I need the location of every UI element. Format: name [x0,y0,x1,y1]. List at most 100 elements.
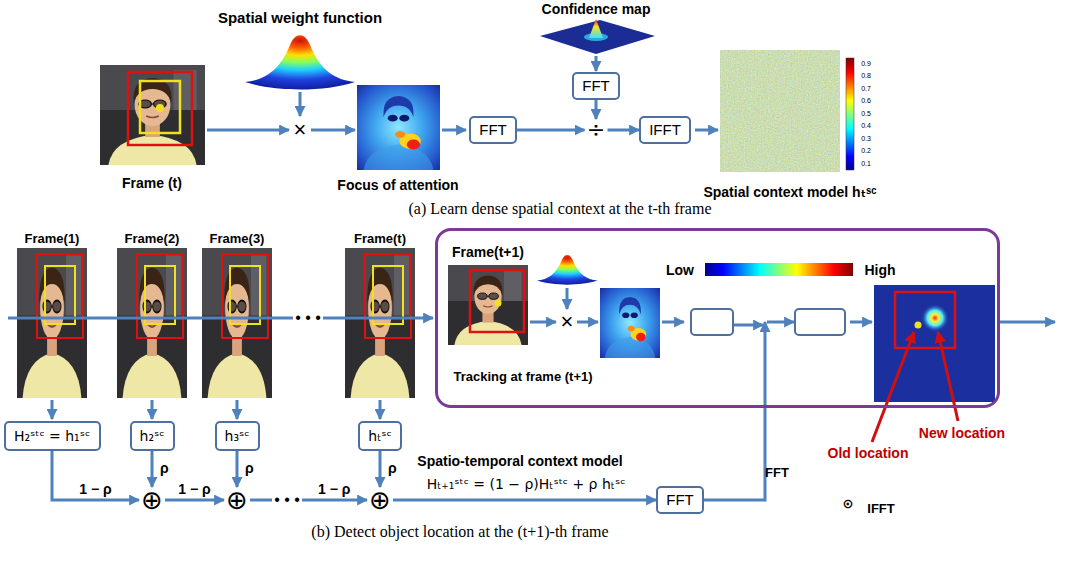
multiply-symbol: × [561,309,574,334]
tick-label: 0.1 [861,160,871,168]
context-model-image [720,50,840,172]
frame-image [140,81,180,133]
flow-arrow [151,400,154,419]
confidence-output-image [921,304,949,332]
frame-label: Frame(2) [125,232,180,247]
ellipsis: • • • [272,491,302,509]
focus-image [600,288,660,358]
multiply-symbol: × [294,117,307,142]
flow-arrow [442,129,466,132]
connector [52,451,139,500]
ellipsis: • • • [293,309,323,327]
color-scale [705,263,853,276]
tick-label: 0.7 [861,85,871,93]
context-model-box: hₜˢᶜ [358,421,402,451]
connector [767,321,794,324]
focus-image [357,85,440,170]
leader-line [872,332,914,442]
figure-label: Confidence map [542,1,651,17]
tick-label: 0.3 [861,135,871,143]
frame-image [156,104,164,112]
node-text: ⊕ [141,487,163,513]
flow-arrow [236,400,239,419]
update-formula: Hₜ₊₁ˢᵗᶜ = (1 − ρ)Hₜˢᵗᶜ + ρ hₜˢᶜ [427,476,626,492]
frame-stack [145,266,175,324]
confidence-output-image [915,322,922,329]
frame-stack [230,266,260,324]
tick-label: 0.5 [861,110,871,118]
frame-stack [365,254,411,338]
tick-label: 0.8 [861,72,871,80]
timeline-arrow [8,317,433,320]
confidence-map-plot [589,19,603,38]
frame-stack [137,254,183,338]
flow-arrow [595,56,598,71]
flow-arrow [577,321,598,324]
figure-label: Spatial weight function [218,9,382,26]
output-arrow [997,321,1055,324]
connector [704,322,765,500]
frame-stack [17,248,87,398]
frame-stack [45,266,75,324]
frame-image [495,300,502,307]
figure-label: Spatio-temporal context model [417,453,622,469]
connector [165,499,224,502]
subfigure-caption: (a) Learn dense spatial context at the t… [409,200,712,218]
tick-label: 0.2 [861,147,871,155]
fft-box: FFT [572,72,620,100]
connector [517,129,585,132]
ifft-box: IFFT [639,116,691,144]
flow-arrow [311,129,355,132]
ifft-box: IFFT [794,308,846,336]
node-text: h₃ˢᶜ [225,428,250,445]
confidence-map-plot [540,20,655,54]
node-text: FFT [479,121,507,139]
tick-label: 0.4 [861,122,871,130]
frame-label: Frame(t) [354,232,406,247]
figure-label: Focus of attention [337,177,458,193]
scale-label: Low [666,262,694,278]
flow-arrow [207,129,289,132]
confidence-map-plot [540,19,655,54]
figure-label: Spatial context model hₜˢᶜ [703,184,876,200]
flow-arrow [662,321,684,324]
spatial-weight-surface [245,35,355,89]
edge-label: 1 − ρ [77,482,113,497]
context-model-box: h₃ˢᶜ [215,421,260,451]
flow-arrow [299,92,302,116]
node-text: ⊙ [843,497,854,510]
spatial-weight-surface [245,35,355,89]
flow-arrow [850,321,872,324]
tick-label: 0.6 [861,97,871,105]
connector [393,499,656,502]
frame-stack [37,254,83,338]
fft-box: FFT [656,486,704,514]
spatial-weight-surface [537,255,598,285]
frame-label: Frame(3) [210,232,265,247]
callout-label: Old location [828,445,909,461]
flow-arrow [379,400,382,419]
spatial-weight-surface [537,255,598,285]
frame-image [448,265,528,345]
edge-label: ρ [386,461,399,476]
frame-image [100,65,205,165]
frame-image [100,65,205,165]
context-model-box: H₂ˢᵗᶜ = h₁ˢᶜ [4,421,101,451]
connector [595,100,598,119]
node-text: FFT [582,77,610,95]
confidence-output-image [874,285,995,402]
edge-label: 1 − ρ [316,482,352,497]
tick-label: 0.9 [861,60,871,68]
connector [236,451,239,487]
frame-stack [17,248,415,398]
sum-operator: ⊕ [367,487,393,513]
subfigure-caption: (b) Detect object location at the (t+1)-… [311,523,608,541]
edge-label: ρ [243,461,256,476]
frame-stack [222,254,268,338]
node-text: IFFT [867,501,894,517]
node-text: ⊕ [226,487,248,513]
edge-label: 1 − ρ [176,482,212,497]
frame-stack [202,248,272,398]
node-text: h₂ˢᶜ [140,428,165,445]
